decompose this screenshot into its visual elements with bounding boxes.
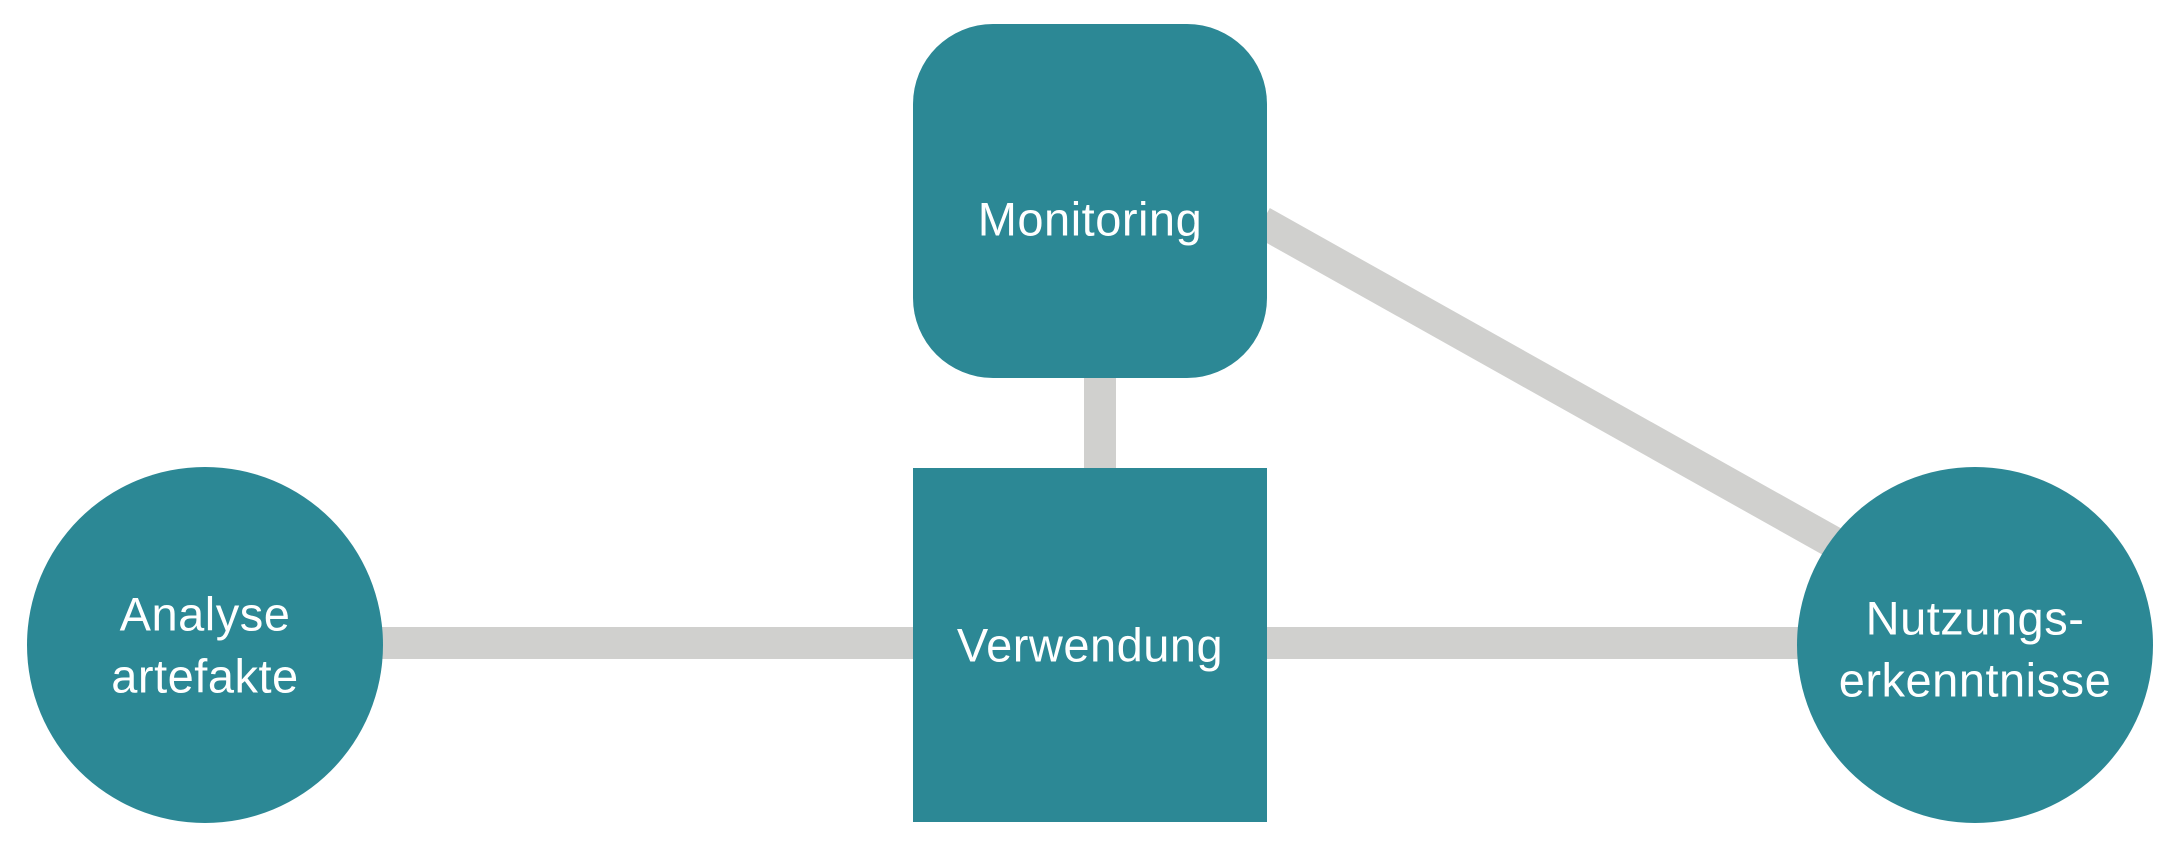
node-nutzung-label-line2: erkenntnisse	[1839, 654, 2112, 707]
node-analyse: Analyse artefakte	[27, 467, 383, 823]
node-monitoring-label: Monitoring	[978, 193, 1202, 246]
node-analyse-label-line1: Analyse	[120, 588, 291, 641]
node-analyse-label-line2: artefakte	[111, 650, 298, 703]
node-nutzung: Nutzungs- erkenntnisse	[1797, 467, 2153, 823]
node-monitoring-shape	[913, 24, 1267, 378]
node-verwendung-label: Verwendung	[957, 619, 1223, 672]
node-verwendung-shape	[913, 468, 1267, 822]
node-nutzung-label-line1: Nutzungs-	[1866, 592, 2085, 645]
node-nutzung-shape	[1797, 467, 2153, 823]
node-monitoring: Monitoring	[913, 24, 1267, 378]
edge-monitoring-nutzung	[1254, 208, 1846, 559]
node-verwendung: Verwendung	[913, 468, 1267, 822]
node-analyse-shape	[27, 467, 383, 823]
